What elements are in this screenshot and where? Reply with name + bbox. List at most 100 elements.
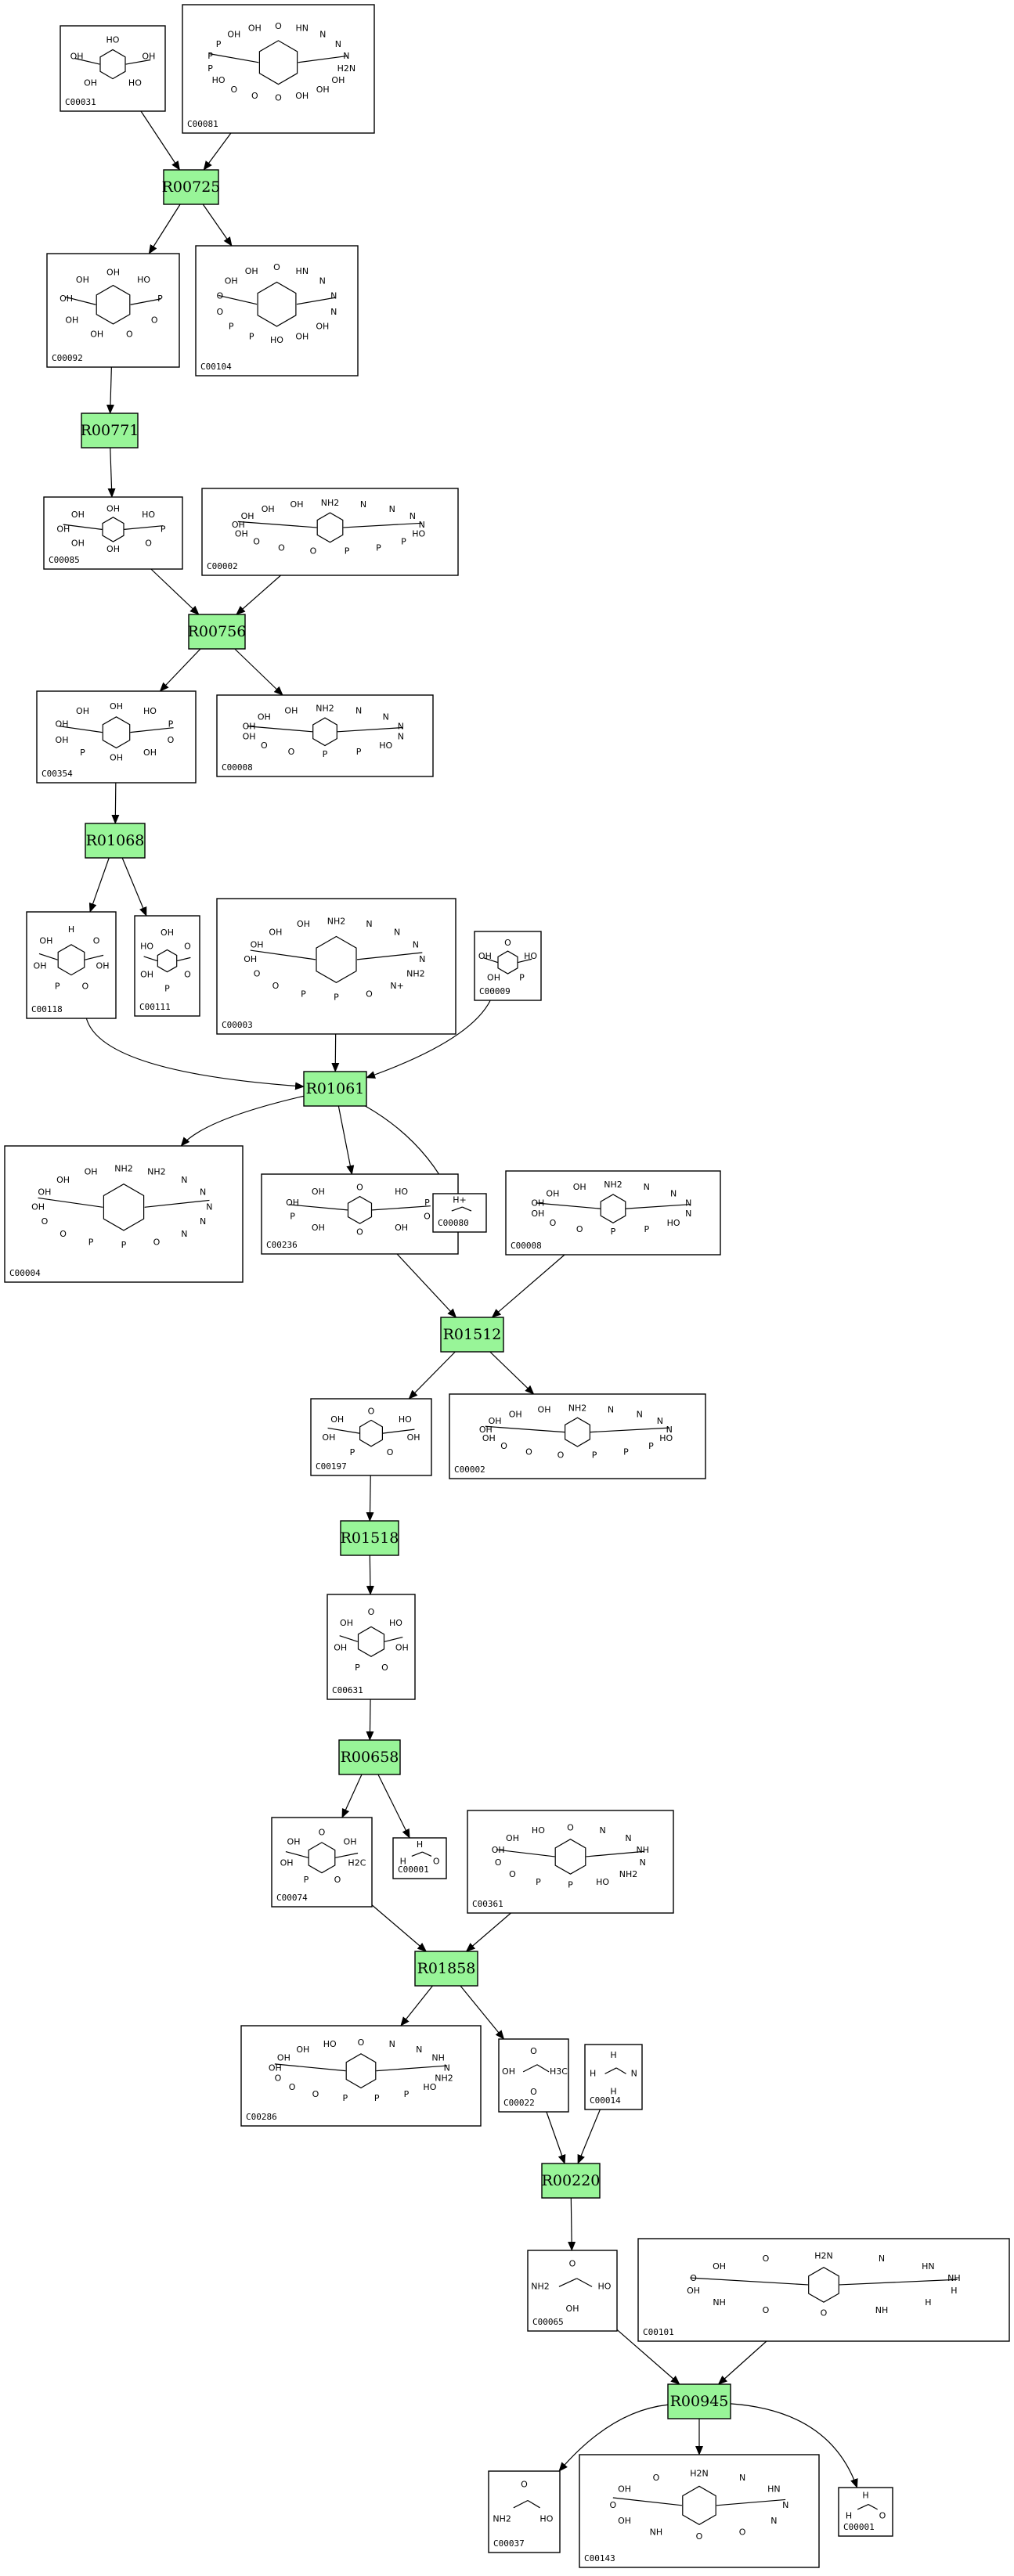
compound-box: [474, 931, 542, 1001]
atom-label: NH2: [435, 2073, 453, 2083]
reaction-r1[interactable]: R00725: [162, 169, 221, 205]
atom-label: HO: [389, 1618, 402, 1628]
chain-bond: [125, 59, 151, 65]
atom-label: N: [416, 2045, 422, 2055]
atom-label: O: [289, 2082, 296, 2092]
compound-id-label: C00111: [139, 1002, 171, 1012]
compound-id-label: C00001: [398, 1864, 429, 1875]
chain-bond: [612, 2497, 683, 2506]
atom-label: O: [509, 1869, 516, 1879]
atom-label: N: [644, 1182, 650, 1192]
atom-label: OH: [241, 511, 254, 521]
chain-bond: [356, 952, 423, 960]
reaction-label: R00945: [670, 2393, 729, 2410]
edge-c3-r2: [106, 366, 114, 414]
compound-id-label: C00031: [65, 97, 96, 107]
edge-c14-r6: [396, 1253, 457, 1318]
atom-label: O: [576, 1224, 583, 1234]
atom-label: OH: [71, 539, 85, 549]
atom-label: N: [200, 1187, 206, 1198]
atom-label: HO: [106, 35, 120, 45]
atom-label: OH: [492, 1845, 505, 1855]
ring-bond: [808, 2267, 839, 2303]
atom-label: O: [310, 546, 317, 557]
compound-box: [36, 690, 197, 784]
atom-label: N: [181, 1229, 187, 1239]
ring-bond: [345, 2053, 377, 2089]
atom-label: OH: [687, 2286, 700, 2296]
atom-label: O: [216, 290, 223, 301]
atom-label: P: [121, 1240, 127, 1250]
atom-label: P: [401, 537, 406, 547]
reaction-r11[interactable]: R00945: [667, 2383, 731, 2419]
atom-label: H: [610, 2087, 616, 2097]
atom-label: OH: [142, 52, 155, 62]
compound-c15[interactable]: H+C00080: [432, 1193, 487, 1233]
reaction-label: R00658: [341, 1749, 399, 1766]
reaction-r7[interactable]: R01518: [340, 1520, 399, 1556]
ring-bond: [258, 40, 298, 85]
atom-label: P: [648, 1441, 654, 1451]
atom-label: OH: [331, 75, 345, 85]
chain-bond: [576, 2278, 593, 2287]
reaction-r8[interactable]: R00658: [338, 1739, 401, 1775]
reaction-r3[interactable]: R00756: [188, 614, 247, 650]
reaction-r5[interactable]: R01061: [303, 1071, 367, 1107]
atom-label: P: [644, 1224, 649, 1234]
chain-bond: [857, 2504, 869, 2510]
atom-label: OH: [478, 951, 492, 961]
atom-label: H: [951, 2286, 957, 2296]
atom-label: OH: [509, 1409, 522, 1419]
ring-bond: [257, 281, 297, 327]
atom-label: O: [230, 85, 237, 95]
edge-c1-r1: [140, 110, 181, 171]
atom-label: OH: [296, 2045, 309, 2055]
reaction-r6[interactable]: R01512: [440, 1317, 504, 1353]
atom-label: O: [151, 315, 158, 326]
atom-label: OH: [70, 52, 84, 62]
atom-label: O: [253, 537, 260, 547]
ring-bond: [600, 1194, 626, 1223]
chain-bond: [372, 1205, 431, 1211]
reaction-r2[interactable]: R00771: [81, 413, 139, 449]
atom-label: H2N: [690, 2469, 709, 2479]
atom-label: P: [229, 322, 234, 332]
compound-id-label: C00236: [266, 1240, 298, 1250]
reaction-r10[interactable]: R00220: [541, 2163, 601, 2199]
reaction-r4[interactable]: R01068: [85, 823, 146, 859]
compound-box: [43, 496, 183, 570]
reaction-r9[interactable]: R01858: [414, 1951, 478, 1987]
chain-bond: [558, 2278, 577, 2287]
edge-r10-c26: [568, 2197, 576, 2251]
compound-box: [579, 2454, 820, 2568]
